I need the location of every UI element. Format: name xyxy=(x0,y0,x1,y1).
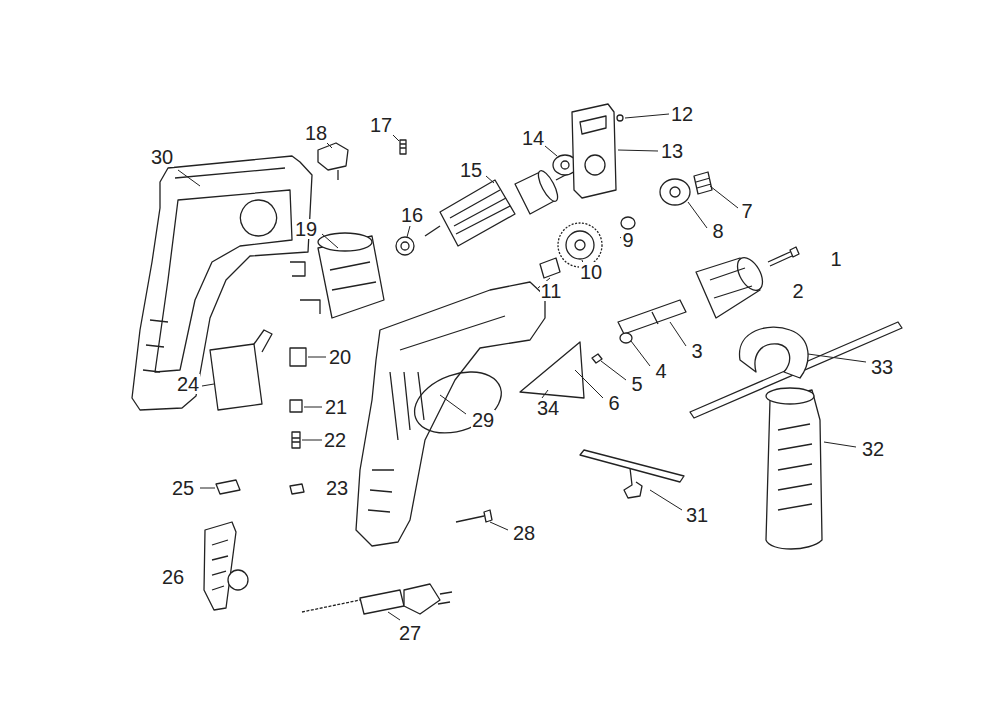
callout-number: 26 xyxy=(161,567,185,587)
clip xyxy=(621,217,635,229)
callout-number: 11 xyxy=(540,281,563,301)
callout-number: 29 xyxy=(471,410,495,430)
armature xyxy=(425,168,575,246)
stator xyxy=(290,233,384,318)
callout-number: 8 xyxy=(711,221,724,241)
callout-number: 19 xyxy=(294,219,318,239)
ring xyxy=(620,333,632,343)
callout-number: 2 xyxy=(791,281,804,301)
switch-knob xyxy=(318,143,348,170)
bushing xyxy=(540,258,560,278)
callout-number: 5 xyxy=(630,374,643,394)
callout-number: 10 xyxy=(579,262,603,282)
callout-number: 7 xyxy=(740,201,753,221)
label-plate xyxy=(520,342,584,398)
callout-number: 21 xyxy=(324,397,348,417)
housing-half xyxy=(132,156,312,410)
spring xyxy=(694,172,712,194)
switch xyxy=(210,330,272,410)
callout-number: 13 xyxy=(660,141,684,161)
callout-number: 6 xyxy=(607,393,620,413)
callout-number: 25 xyxy=(171,478,195,498)
callout-number: 14 xyxy=(521,128,545,148)
callout-number: 20 xyxy=(328,347,352,367)
callout-number: 16 xyxy=(400,205,424,225)
callout-number: 4 xyxy=(654,361,667,381)
cable-clamp xyxy=(216,480,240,494)
callout-number: 33 xyxy=(870,357,894,377)
spring xyxy=(400,140,406,154)
depth-rod xyxy=(690,322,902,418)
callout-number: 9 xyxy=(621,230,634,250)
callout-number: 31 xyxy=(685,505,709,525)
chuck xyxy=(696,253,768,318)
side-handle xyxy=(740,327,822,549)
callout-number: 12 xyxy=(670,104,694,124)
housing-half xyxy=(356,282,545,546)
screw xyxy=(768,247,799,266)
brush-cap xyxy=(290,484,304,494)
callout-number: 27 xyxy=(398,623,422,643)
callout-number: 34 xyxy=(536,398,560,418)
brush xyxy=(292,432,300,448)
gear-plate xyxy=(572,104,616,198)
bearing xyxy=(396,237,414,255)
leader-lines xyxy=(178,114,866,620)
chuck-key xyxy=(580,450,684,498)
callout-number: 1 xyxy=(829,249,842,269)
brush-holder xyxy=(290,400,302,412)
brush-holder xyxy=(290,348,306,366)
callout-number: 17 xyxy=(369,115,393,135)
pin xyxy=(592,354,602,363)
spindle xyxy=(618,300,686,334)
cable-sleeve xyxy=(204,522,248,610)
callout-number: 24 xyxy=(176,374,200,394)
screw xyxy=(456,510,492,522)
callout-number: 30 xyxy=(150,147,174,167)
callout-number: 3 xyxy=(690,341,703,361)
callout-number: 28 xyxy=(512,523,536,543)
callout-number: 18 xyxy=(304,123,328,143)
gear xyxy=(558,223,602,267)
callout-number: 23 xyxy=(325,478,349,498)
callout-number: 32 xyxy=(861,439,885,459)
callout-number: 15 xyxy=(459,160,483,180)
power-cord xyxy=(302,584,452,614)
ball xyxy=(617,115,623,121)
callout-number: 22 xyxy=(323,430,347,450)
gear-ring xyxy=(660,179,690,205)
